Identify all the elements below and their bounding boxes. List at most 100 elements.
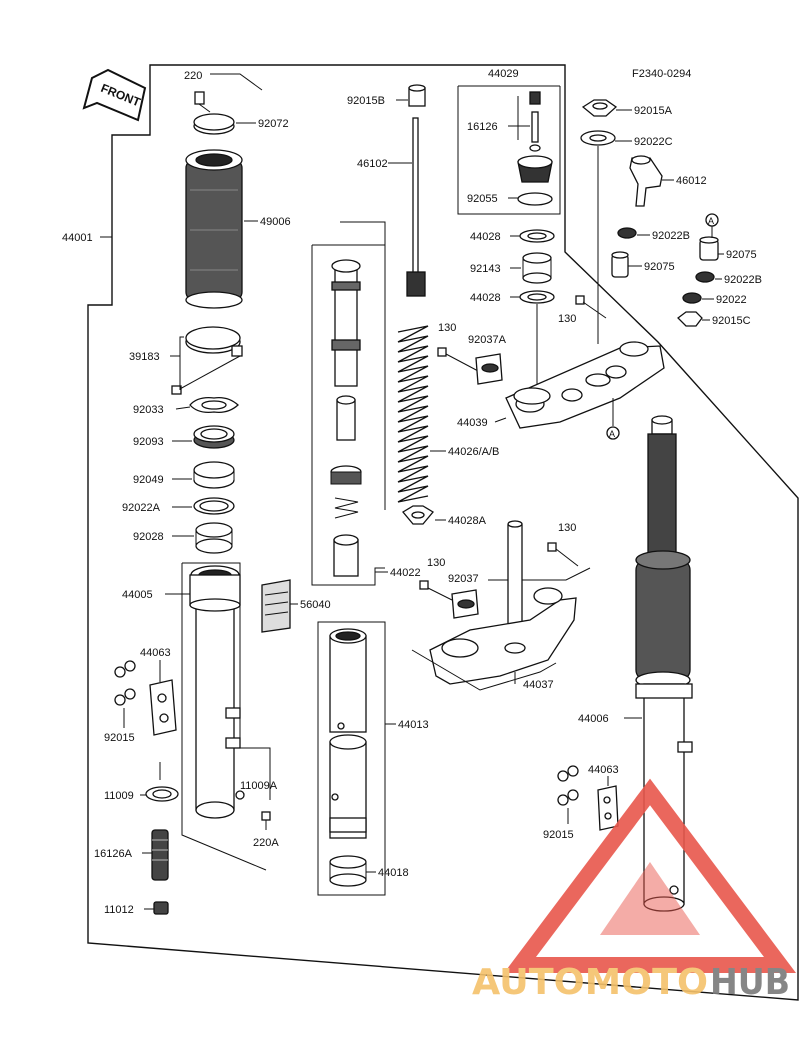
label-92049: 92049 bbox=[133, 474, 164, 486]
washer-11009 bbox=[145, 786, 179, 802]
label-92022B-b: 92022B bbox=[724, 274, 762, 286]
automotohub-watermark-logo: AUTOMOTO HUB bbox=[472, 778, 797, 1003]
figure-code: F2340-0294 bbox=[632, 68, 691, 80]
label-44026: 44026/A/B bbox=[448, 446, 499, 458]
watermark-text-hub: HUB bbox=[710, 962, 790, 1003]
label-11009: 11009 bbox=[104, 790, 134, 802]
label-16126: 16126 bbox=[467, 121, 498, 133]
svg-text:A: A bbox=[708, 216, 714, 226]
cap-bolt-92015B bbox=[408, 84, 426, 107]
label-44028-b: 44028 bbox=[470, 292, 501, 304]
bolt-220A bbox=[261, 811, 271, 830]
nut-92015C bbox=[677, 311, 703, 327]
label-16126A: 16126A bbox=[94, 848, 133, 860]
label-92143: 92143 bbox=[470, 263, 501, 275]
clamp-92037A bbox=[475, 353, 503, 385]
label-130-c: 130 bbox=[558, 522, 576, 534]
damper-92075-a bbox=[699, 236, 719, 261]
label-92022A: 92022A bbox=[122, 502, 161, 514]
marker-a-upper: A bbox=[705, 213, 719, 227]
washer-92022B-a bbox=[617, 227, 637, 239]
label-39183: 39183 bbox=[129, 351, 160, 363]
bracket-46012 bbox=[629, 155, 663, 207]
washer-92022A bbox=[193, 497, 235, 515]
label-44037: 44037 bbox=[523, 679, 554, 691]
clamp-92072 bbox=[193, 113, 235, 135]
label-46102: 46102 bbox=[357, 158, 388, 170]
washer-44028-a bbox=[519, 229, 555, 243]
label-44006: 44006 bbox=[578, 713, 609, 725]
nut-92015A bbox=[581, 99, 618, 117]
bolt-130-a bbox=[437, 347, 481, 373]
label-130-d: 130 bbox=[427, 557, 445, 569]
label-44039: 44039 bbox=[457, 417, 488, 429]
label-44013: 44013 bbox=[398, 719, 429, 731]
label-92022B-a: 92022B bbox=[652, 230, 690, 242]
oil-seal-92093 bbox=[193, 425, 235, 449]
label-92028: 92028 bbox=[133, 531, 164, 543]
svg-text:A: A bbox=[609, 429, 615, 439]
fork-spring-44026 bbox=[397, 325, 429, 503]
clamp-44063-right bbox=[597, 785, 619, 831]
washer-92022C bbox=[580, 130, 616, 146]
label-44001: 44001 bbox=[62, 232, 93, 244]
rod-46102 bbox=[406, 117, 426, 297]
label-92037: 92037 bbox=[448, 573, 479, 585]
label-130-a: 130 bbox=[438, 322, 456, 334]
label-92072: 92072 bbox=[258, 118, 289, 130]
cartridge-44022 bbox=[330, 259, 362, 577]
label-46012: 46012 bbox=[676, 175, 707, 187]
clamp-92037 bbox=[451, 589, 479, 619]
label-92055: 92055 bbox=[467, 193, 498, 205]
label-92033: 92033 bbox=[133, 404, 164, 416]
washer-92022B-b bbox=[695, 271, 715, 283]
label-92022: 92022 bbox=[716, 294, 747, 306]
label-44028A: 44028A bbox=[448, 515, 487, 527]
label-56040: 56040 bbox=[300, 599, 331, 611]
label-92075-b: 92075 bbox=[644, 261, 675, 273]
gasket-92033 bbox=[189, 397, 239, 413]
fork-boot-49006 bbox=[185, 149, 243, 309]
bushing-44018 bbox=[329, 855, 367, 887]
valve-16126A bbox=[151, 829, 169, 881]
bolt-130-d bbox=[419, 580, 453, 601]
plug-11012 bbox=[153, 901, 169, 915]
marker-a-lower: A bbox=[606, 426, 620, 440]
label-92015-right: 92015 bbox=[543, 829, 574, 841]
assembly-outline bbox=[87, 64, 799, 1001]
label-92022C: 92022C bbox=[634, 136, 673, 148]
washer-44028-b bbox=[519, 290, 555, 304]
label-92015A: 92015A bbox=[634, 105, 673, 117]
upper-triple-clamp-44039 bbox=[505, 341, 665, 429]
watermark-text-automoto: AUTOMOTO bbox=[472, 962, 708, 1003]
label-11009A: 11009A bbox=[240, 780, 278, 792]
outer-tube-44005 bbox=[189, 565, 245, 819]
bolt-220 bbox=[194, 91, 211, 113]
decal-56040 bbox=[261, 579, 291, 633]
label-44028-a: 44028 bbox=[470, 231, 501, 243]
nut-44028A bbox=[402, 505, 434, 525]
nuts-92015-right bbox=[557, 765, 579, 806]
clamp-44063-left bbox=[149, 679, 177, 736]
label-44022: 44022 bbox=[390, 567, 421, 579]
label-44005: 44005 bbox=[122, 589, 153, 601]
oring-92055 bbox=[517, 192, 553, 206]
seal-92049 bbox=[193, 461, 235, 489]
label-44018: 44018 bbox=[378, 867, 409, 879]
bolt-130-c bbox=[547, 542, 579, 567]
washer-92022 bbox=[682, 292, 702, 304]
label-92015C: 92015C bbox=[712, 315, 751, 327]
nuts-92015-left bbox=[114, 660, 136, 706]
front-arrow-icon: FRONT bbox=[82, 68, 147, 122]
adjuster-16126 bbox=[517, 91, 553, 183]
bushing-92028 bbox=[195, 522, 233, 554]
label-220A: 220A bbox=[253, 837, 279, 849]
label-44063-left: 44063 bbox=[140, 647, 171, 659]
label-92037A: 92037A bbox=[468, 334, 507, 346]
lower-triple-clamp-44037 bbox=[429, 520, 577, 685]
inner-tube-44013 bbox=[329, 628, 367, 839]
clamp-39183 bbox=[171, 326, 243, 395]
label-44063-right: 44063 bbox=[588, 764, 619, 776]
label-92015-left: 92015 bbox=[104, 732, 135, 744]
